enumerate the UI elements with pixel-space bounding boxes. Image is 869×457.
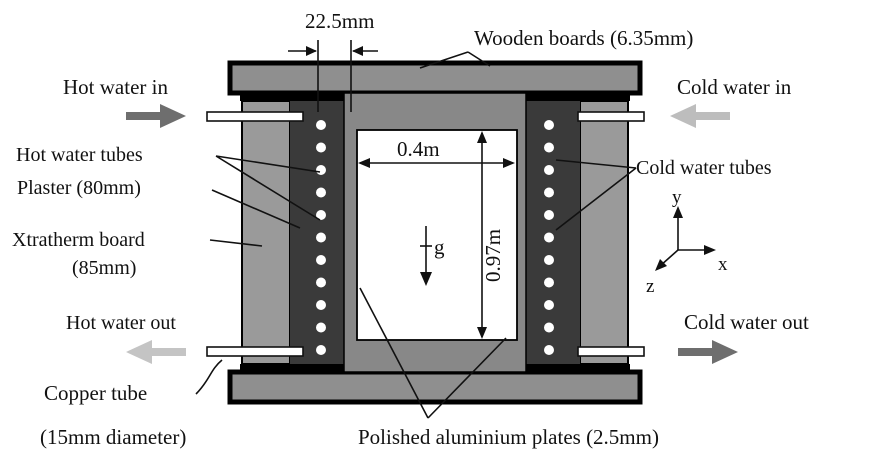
hot-water-tube (316, 300, 326, 310)
gravity-arrow (420, 226, 432, 286)
xtratherm-label-line2: (85mm) (72, 257, 136, 279)
cold-water-tube (544, 165, 554, 175)
gap-width-dimension (288, 40, 378, 112)
bottom-wooden-board (227, 369, 643, 405)
coordinate-axes (655, 206, 716, 271)
cold-water-tube (544, 300, 554, 310)
axis-x-label: x (718, 254, 728, 275)
hot-water-tube (316, 165, 326, 175)
cold-water-out-label: Cold water out (684, 310, 809, 334)
hot-water-tube (316, 142, 326, 153)
cold-water-tube (544, 277, 554, 288)
cold-water-tube (544, 120, 554, 130)
wooden-boards-label: Wooden boards (6.35mm) (474, 26, 693, 50)
cold-water-tubes-label: Cold water tubes (636, 157, 772, 179)
cavity-height-dimension (477, 131, 487, 339)
right-xtratherm-board (579, 100, 629, 365)
air-cavity (356, 129, 518, 341)
cold-water-tube (544, 255, 554, 265)
hot-water-out-label: Hot water out (66, 312, 176, 334)
cold-water-tubes-leader (555, 159, 637, 231)
hot-water-in-label: Hot water in (63, 75, 168, 99)
hot-water-tube (316, 187, 326, 198)
cavity-height-label: 0.97m (481, 229, 505, 282)
hot-water-tubes-label: Hot water tubes (16, 144, 143, 166)
hot-water-tube (316, 120, 326, 130)
cold-water-tube-column (544, 120, 554, 355)
cold-water-tube (544, 142, 554, 153)
cold-water-in-arrow (670, 104, 730, 128)
plaster-label: Plaster (80mm) (17, 177, 141, 199)
copper-tube-hot-out (206, 346, 304, 357)
gravity-label: g (434, 235, 445, 259)
hot-water-tube (316, 255, 326, 265)
hot-water-tube (316, 322, 326, 333)
hot-water-tube (316, 345, 326, 355)
cold-water-tube (544, 187, 554, 198)
cavity-width-dimension (358, 158, 515, 168)
xtratherm-leader (209, 239, 263, 247)
cold-water-tube (544, 210, 554, 220)
cold-water-tube (544, 345, 554, 355)
plaster-leader (211, 189, 301, 229)
copper-tube-label-line2: (15mm diameter) (40, 425, 186, 449)
cold-water-out-arrow (678, 340, 738, 364)
top-wooden-board (227, 60, 643, 96)
hot-water-tubes-leader (215, 155, 321, 221)
gap-width-label: 22.5mm (305, 9, 374, 33)
hot-water-in-arrow (126, 104, 186, 128)
cavity-width-label: 0.4m (397, 137, 440, 161)
copper-tube-label-line1: Copper tube (44, 381, 147, 405)
copper-tube-cold-out (577, 346, 645, 357)
left-xtratherm-board (241, 100, 291, 365)
hot-water-tube (316, 232, 326, 243)
axis-z-label: z (646, 276, 654, 297)
copper-tube-leader (195, 359, 223, 395)
wooden-boards-leader (419, 51, 491, 69)
hot-water-tube (316, 277, 326, 288)
hot-water-out-arrow (126, 340, 186, 364)
aluminium-plates-leader (359, 287, 507, 419)
hot-water-tube (316, 210, 326, 220)
copper-tube-hot-in (206, 111, 304, 122)
xtratherm-label-line1: Xtratherm board (12, 229, 145, 251)
hot-water-tube-column (316, 120, 326, 355)
cold-water-tube (544, 322, 554, 333)
cold-water-in-label: Cold water in (677, 75, 792, 99)
aluminium-plates-label: Polished aluminium plates (2.5mm) (358, 425, 659, 449)
copper-tube-cold-in (577, 111, 645, 122)
axis-y-label: y (672, 187, 682, 208)
cold-water-tube (544, 232, 554, 243)
